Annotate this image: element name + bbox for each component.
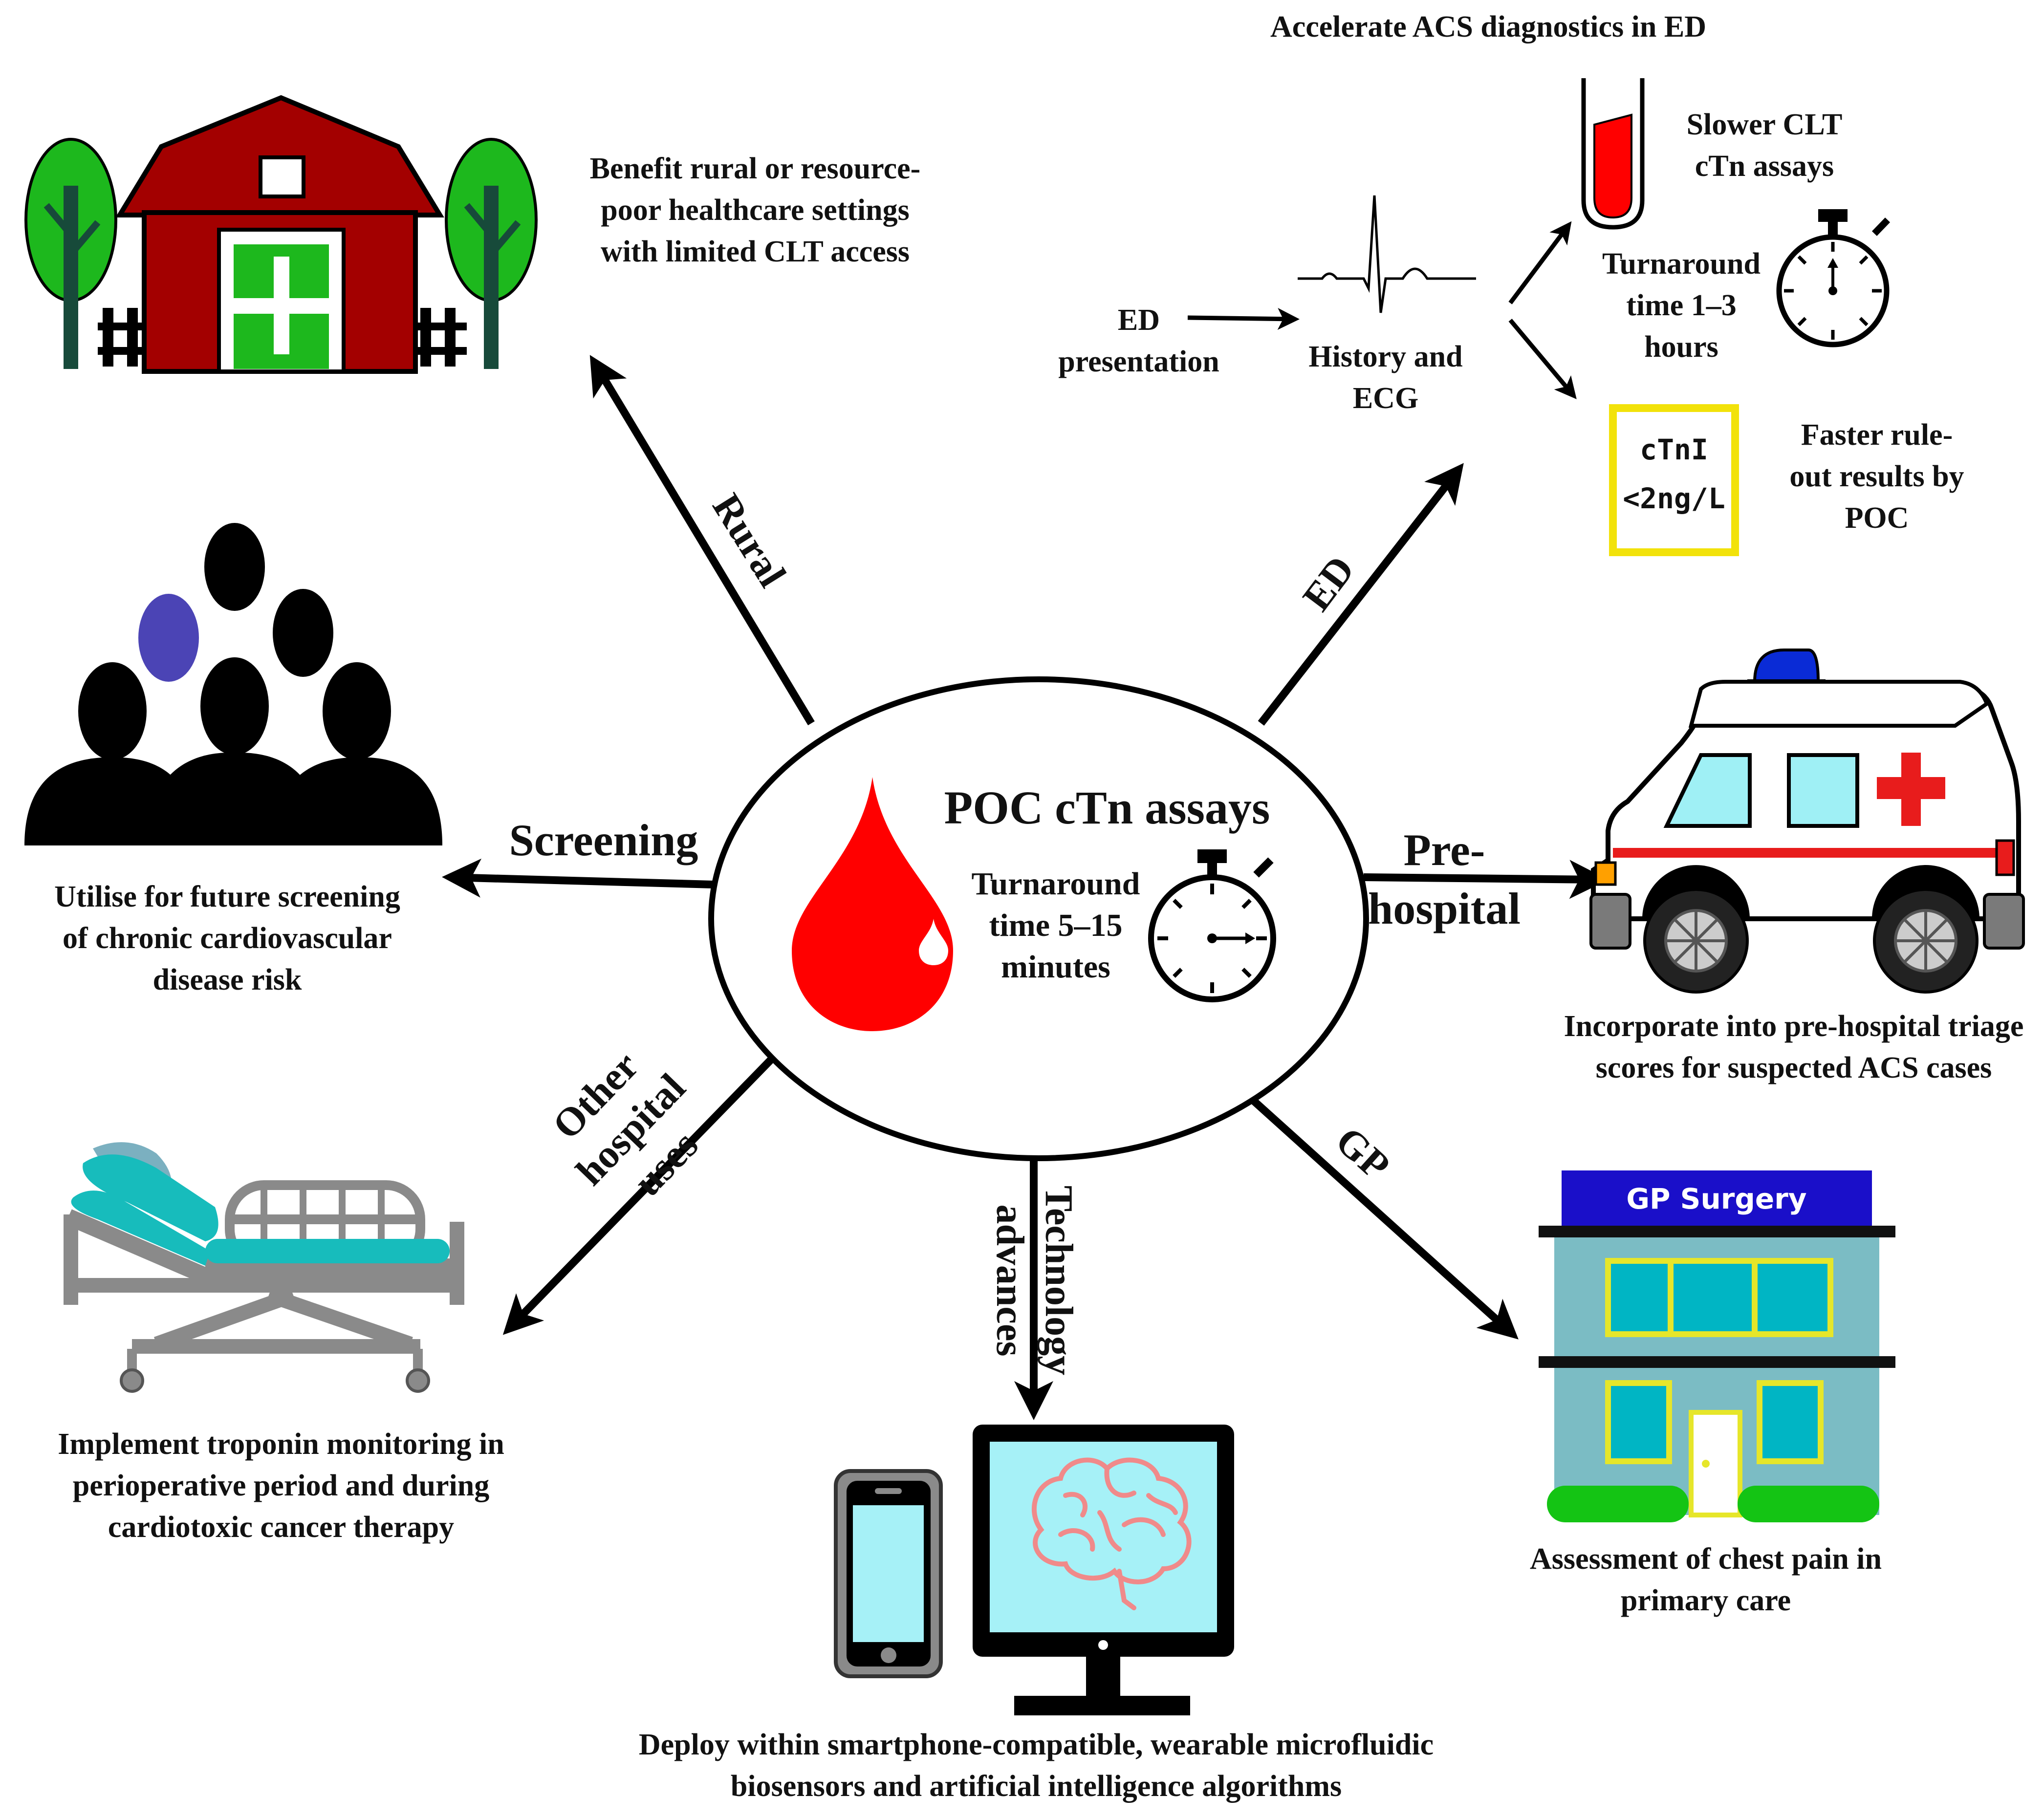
technology-caption: Deploy within smartphone-compatible, wea… (639, 1728, 1434, 1803)
label-prehospital-line-2: hospital (1368, 884, 1521, 933)
label-prehospital-line-1: Pre- (1404, 825, 1485, 875)
test-tube-icon (1581, 78, 1645, 230)
poc-card-line-2: <2ng/L (1623, 482, 1725, 515)
arrow-screening (442, 858, 714, 898)
blood-drop-icon (792, 777, 953, 1031)
ed-history-line-1: History and (1308, 340, 1462, 373)
other-caption-line-1: Implement troponin monitoring in (58, 1428, 504, 1461)
screening-caption: Utilise for future screening of chronic … (54, 880, 400, 996)
ed-clt-turnaround-line-3: hours (1644, 330, 1718, 364)
prehospital-caption-line-2: scores for suspected ACS cases (1596, 1051, 1992, 1084)
hospital-barn-icon (115, 95, 444, 374)
technology-caption-line-2: biosensors and artificial intelligence a… (731, 1770, 1342, 1803)
ed-presentation-line-2: presentation (1058, 345, 1219, 378)
gp-surgery-icon: GP Surgery (1539, 1170, 1895, 1522)
arrow-gp (1239, 1087, 1519, 1340)
screening-caption-line-1: Utilise for future screening (54, 880, 400, 913)
bed-icon (64, 1142, 464, 1393)
center-node: POC cTn assays Turnaround time 5–15 minu… (708, 676, 1369, 1161)
gp-caption-line-2: primary care (1621, 1584, 1791, 1617)
ed-heading: Accelerate ACS diagnostics in ED (1270, 10, 1706, 43)
poc-card-line-1: cTnI (1640, 433, 1708, 466)
ed-history-line-2: ECG (1353, 382, 1418, 415)
arrow-other (502, 1045, 785, 1335)
rural-caption-line-1: Benefit rural or resource- (590, 152, 921, 185)
ed-faster-line-1: Faster rule- (1801, 418, 1953, 452)
ed-clt-turnaround-line-2: time 1–3 (1626, 289, 1737, 322)
ed-faster-line-2: out results by (1789, 460, 1964, 493)
stopwatch-icon (1776, 209, 1891, 347)
ambulance-icon (1589, 649, 2025, 994)
center-turnaround-line-1: Turnaround (972, 866, 1140, 902)
arrow-prehospital (1363, 860, 1609, 899)
label-rural: Rural (704, 486, 795, 594)
center-title: POC cTn assays (944, 781, 1270, 834)
label-technology-line-2: advances (988, 1204, 1031, 1356)
tree-icon (24, 138, 117, 369)
rural-caption-line-2: poor healthcare settings (601, 194, 909, 227)
other-caption-line-3: cardiotoxic cancer therapy (108, 1511, 454, 1544)
tree-icon (445, 138, 538, 369)
arrow-presentation-to-history (1187, 308, 1300, 330)
arrow-ed (1258, 463, 1464, 726)
other-caption-line-2: perioperative period and during (73, 1469, 490, 1502)
rural-caption: Benefit rural or resource- poor healthca… (590, 152, 921, 268)
branch-arrows (442, 355, 1609, 1420)
brain-icon (1031, 1457, 1192, 1610)
ed-slower-line-1: Slower CLT (1687, 108, 1843, 141)
center-turnaround-line-2: time 5–15 (989, 908, 1122, 943)
branch-labels: Rural ED Screening Pre- hospital Other h… (509, 486, 1521, 1375)
ecg-trace-icon (1298, 195, 1476, 313)
screening-caption-line-2: of chronic cardiovascular (63, 922, 392, 955)
poc-result-card: cTnI <2ng/L (1609, 404, 1739, 556)
center-turnaround-line-3: minutes (1001, 949, 1110, 985)
label-technology-line-1: Technology (1037, 1186, 1080, 1375)
prehospital-caption-line-1: Incorporate into pre-hospital triage (1564, 1010, 2024, 1043)
label-screening: Screening (509, 815, 698, 865)
arrow-rural (589, 355, 815, 726)
rural-illustration (24, 95, 538, 374)
technology-caption-line-1: Deploy within smartphone-compatible, wea… (639, 1728, 1434, 1761)
ed-faster-line-3: POC (1845, 501, 1909, 535)
arrow-to-clt (1508, 221, 1572, 304)
other-caption: Implement troponin monitoring in periope… (58, 1428, 504, 1544)
screening-caption-line-3: disease risk (153, 963, 302, 996)
stopwatch-icon (1148, 849, 1276, 1002)
gp-caption: Assessment of chest pain in primary care (1530, 1542, 1882, 1617)
gp-caption-line-1: Assessment of chest pain in (1530, 1542, 1882, 1576)
rural-caption-line-3: with limited CLT access (601, 235, 910, 268)
fence-icon (98, 308, 467, 367)
prehospital-caption: Incorporate into pre-hospital triage sco… (1564, 1010, 2024, 1084)
ed-clt-turnaround-line-1: Turnaround (1602, 247, 1761, 281)
arrow-to-poc (1508, 319, 1577, 399)
people-group-icon (24, 523, 442, 845)
ed-presentation-line-1: ED (1118, 303, 1160, 337)
ed-detail: Accelerate ACS diagnostics in ED ED pres… (1058, 10, 1964, 556)
gp-sign-text: GP Surgery (1626, 1182, 1806, 1215)
smartphone-icon (834, 1469, 943, 1678)
ed-slower-line-2: cTn assays (1695, 150, 1834, 183)
